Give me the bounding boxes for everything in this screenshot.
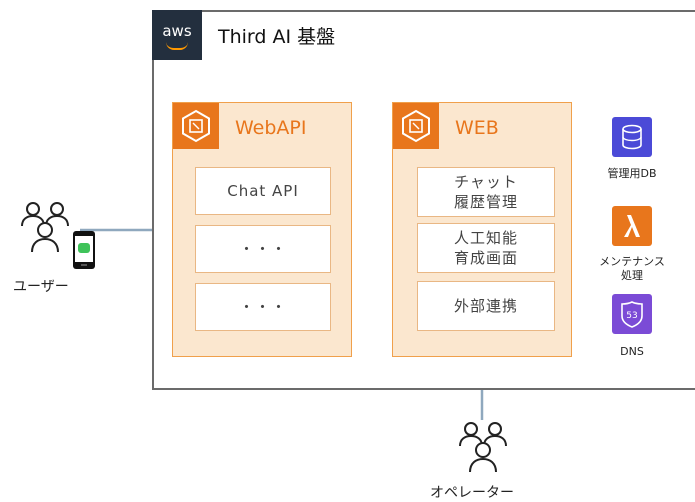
route53-icon: 53 <box>612 294 652 334</box>
web-title: WEB <box>455 117 499 139</box>
database-icon <box>612 117 652 157</box>
container-icon <box>173 103 219 149</box>
webapi-item-placeholder-1: ・・・ <box>195 225 331 273</box>
operators-icon <box>459 422 507 473</box>
lambda-icon <box>612 206 652 246</box>
smartphone-icon <box>73 231 95 269</box>
web-group: WEB チャット 履歴管理 人工知能 育成画面 外部連携 <box>392 102 572 357</box>
service-label-db: 管理用DB <box>607 167 657 180</box>
service-label-dns: DNS <box>620 345 644 358</box>
svg-text:53: 53 <box>626 311 637 321</box>
webapi-item-chat-api: Chat API <box>195 167 331 215</box>
web-item-chat-history: チャット 履歴管理 <box>417 167 555 217</box>
web-item-ai-training: 人工知能 育成画面 <box>417 223 555 273</box>
user-label: ユーザー <box>13 279 69 295</box>
aws-logo: aws <box>152 10 202 60</box>
aws-title: Third AI 基盤 <box>218 26 336 48</box>
aws-smile-icon <box>166 42 188 50</box>
webapi-item-placeholder-2: ・・・ <box>195 283 331 331</box>
operator-label: オペレーター <box>430 485 514 501</box>
service-label-maintenance: メンテナンス 処理 <box>599 255 665 283</box>
container-icon <box>393 103 439 149</box>
webapi-group: WebAPI Chat API ・・・ ・・・ <box>172 102 352 357</box>
web-item-external-link: 外部連携 <box>417 281 555 331</box>
webapi-title: WebAPI <box>235 117 307 139</box>
users-icon <box>21 202 69 253</box>
aws-logo-text: aws <box>162 22 192 40</box>
